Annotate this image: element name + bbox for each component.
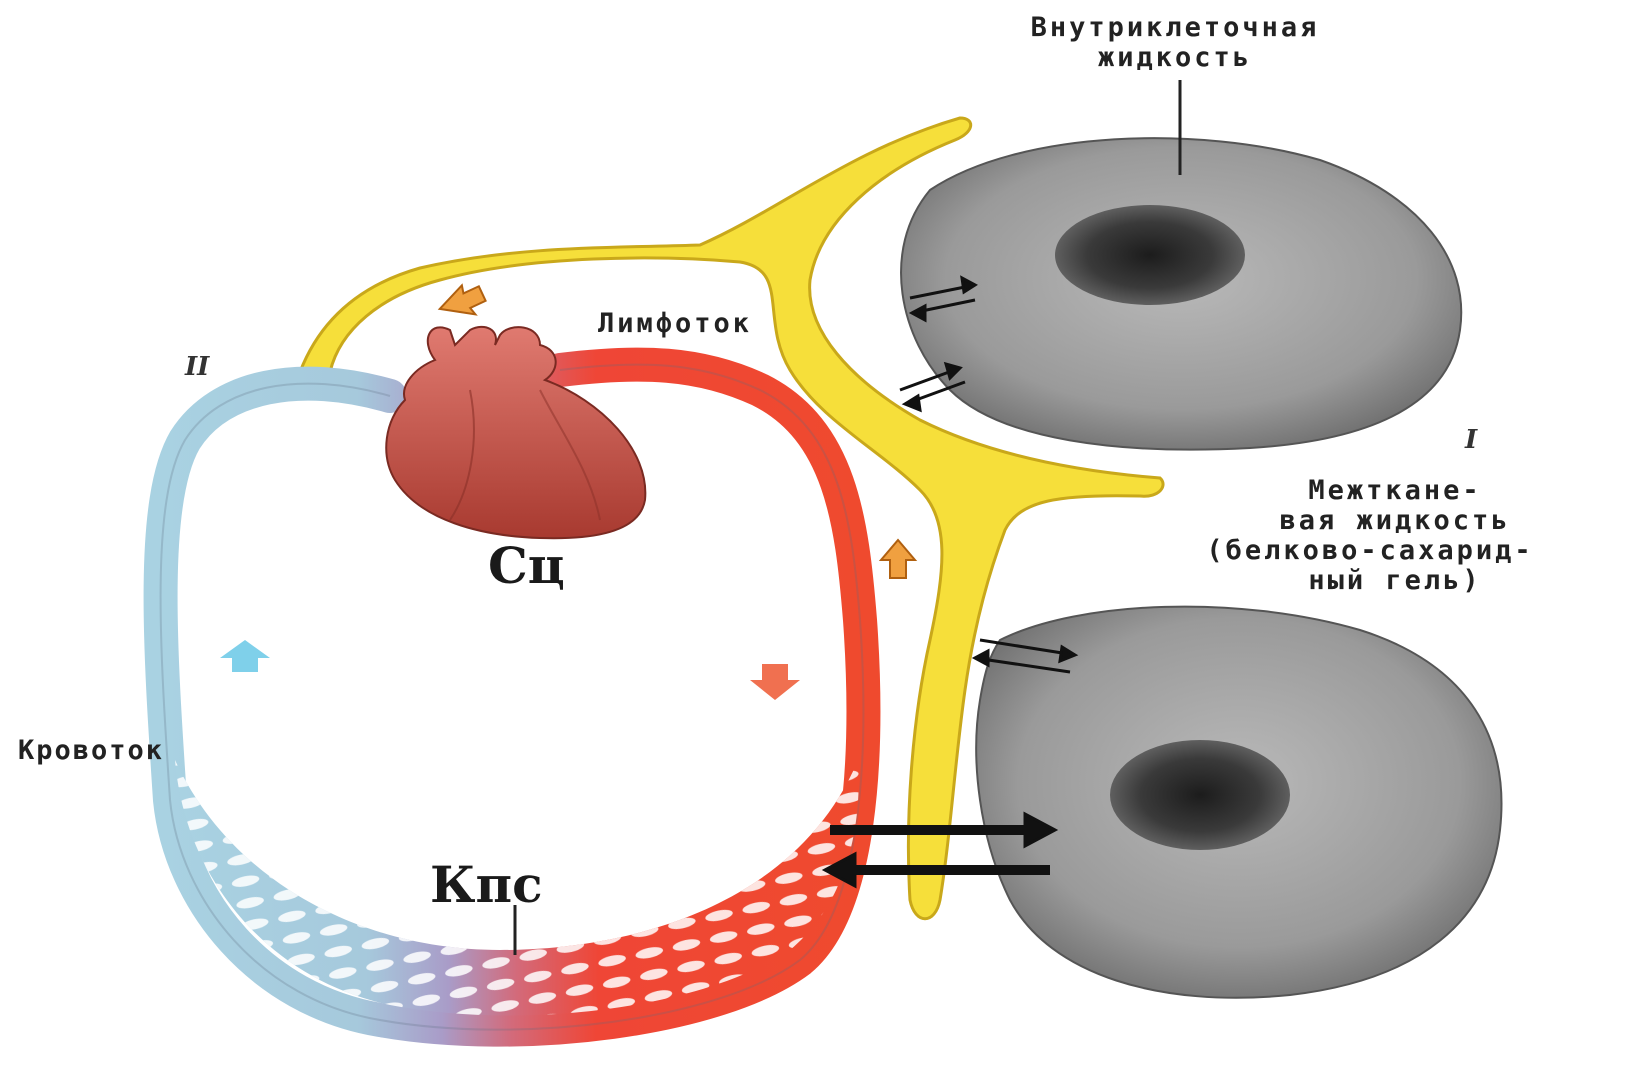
label-blood-flow: Кровоток: [18, 735, 164, 766]
cell-upper: [901, 138, 1461, 449]
cell-lower: [976, 607, 1501, 998]
flow-arrow-artery-down: [750, 664, 800, 700]
flow-arrow-lymph-upper: [435, 279, 489, 327]
label-lymph-flow: Лимфоток: [598, 308, 752, 339]
nucleus-upper: [1055, 205, 1245, 305]
nucleus-lower: [1110, 740, 1290, 850]
flow-arrow-lymph-middle: [881, 540, 915, 578]
label-roman-two: II: [185, 352, 209, 382]
label-interstitial-line3: (белково-сахарид-: [1100, 535, 1640, 566]
label-intracellular-line2: жидкость: [915, 42, 1435, 73]
label-heart: Сц: [488, 536, 565, 595]
label-roman-one: I: [1465, 425, 1477, 455]
label-interstitial-line2: вая жидкость: [1165, 505, 1625, 536]
flow-arrow-vein-up: [220, 640, 270, 672]
label-interstitial-line4: ный гель): [1165, 565, 1625, 596]
label-capillaries: Кпс: [430, 855, 543, 914]
label-interstitial-line1: Межткане-: [1165, 475, 1625, 506]
label-intracellular-line1: Внутриклеточная: [915, 12, 1435, 43]
